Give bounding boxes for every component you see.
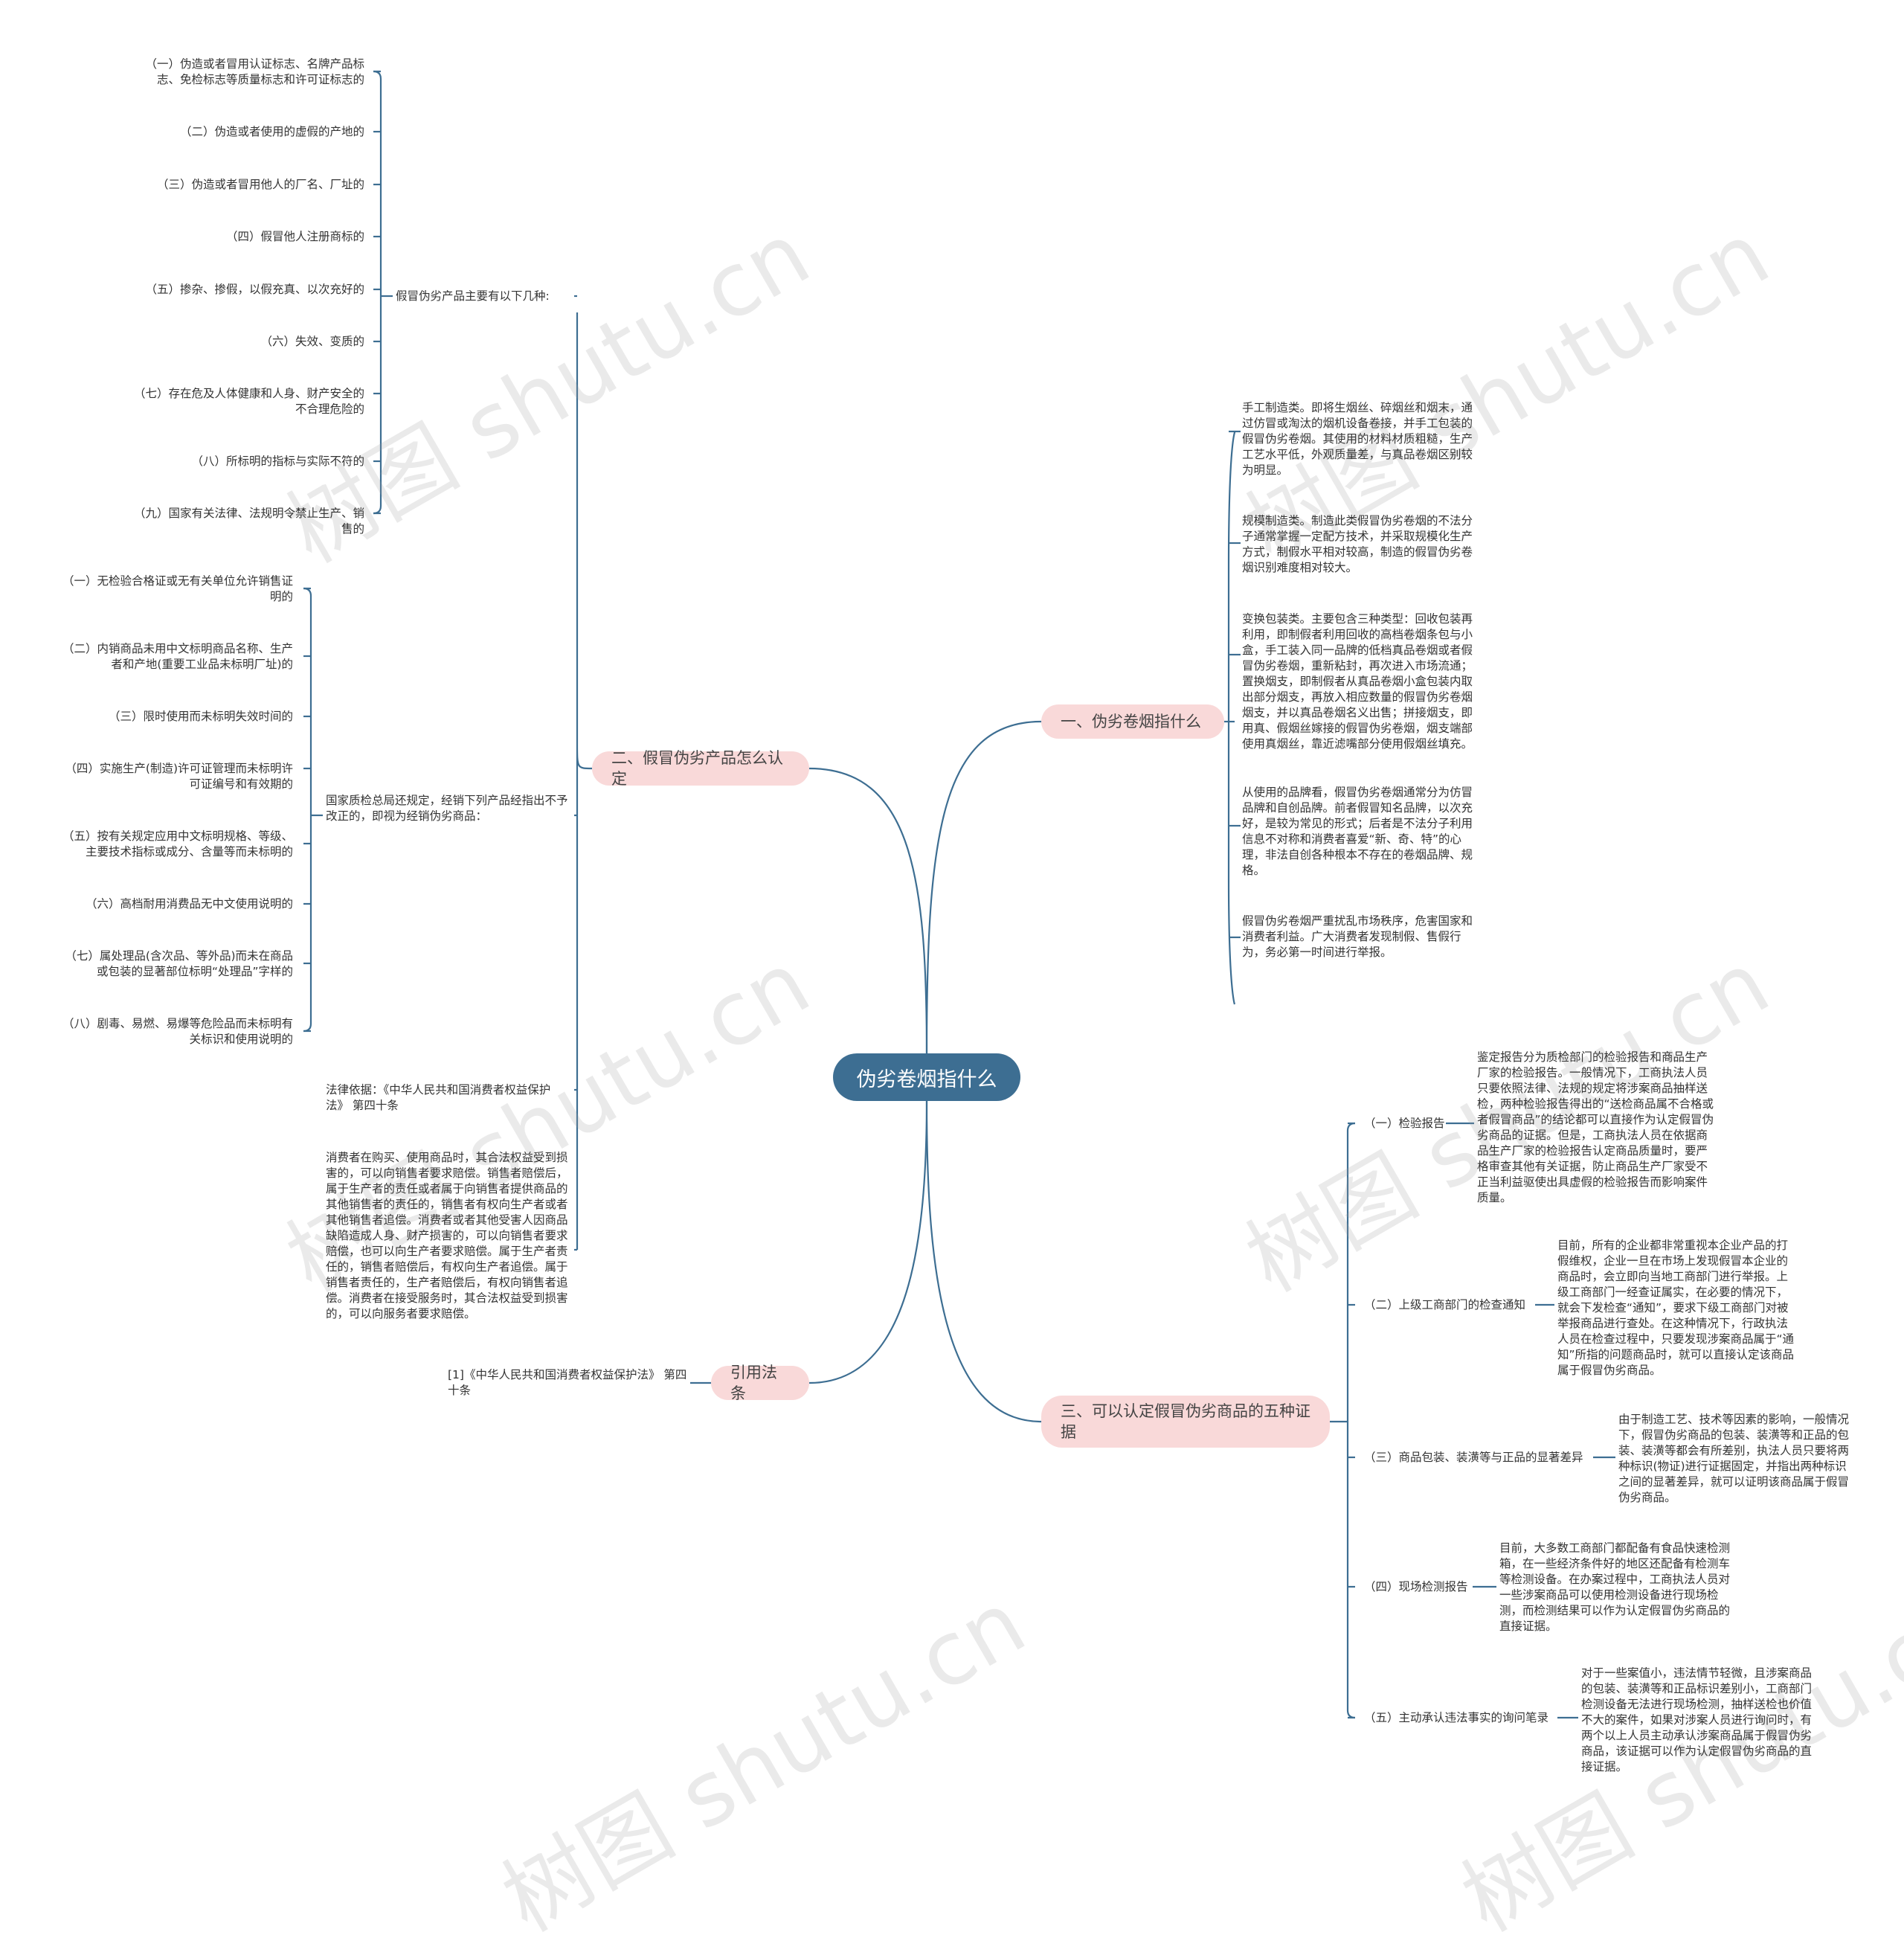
b2-type-item: （八）所标明的指标与实际不符的 [191,455,364,468]
b2-sub-regulation: 国家质检总局还规定，经销下列产品经指出不予改正的，即视为经销伪劣商品： [326,794,568,823]
b3-text-packaging-difference: 由于制造工艺、技术等因素的影响，一般情况下，假冒伪劣商品的包装、装潢等和正品的包… [1618,1413,1850,1504]
edge-b2-bracket [576,312,593,1250]
b2-type-item: （四）假冒他人注册商标的 [225,230,364,243]
b2-regulation-item: （六）高档耐用消费品无中文使用说明的 [85,897,293,911]
b1-leaf-scale: 规模制造类。制造此类假冒伪劣卷烟的不法分子通常掌握一定配方技术，并采取规模化生产… [1242,514,1473,574]
connector-lines [303,70,1615,1719]
edge-b2-sub2-bracket [303,587,312,1033]
b2-type-item: （七）存在危及人体健康和人身、财产安全的不合理危险的 [133,387,364,416]
edge-root-b1 [925,720,1042,1054]
edge-b1-bracket [1227,430,1236,1005]
b2-regulation-item: （五）按有关规定应用中文标明规格、等级、主要技术指标或成分、含量等而未标明的 [62,829,293,858]
b1-leaf-brand: 从使用的品牌看，假冒伪劣卷烟通常分为仿冒品牌和自创品牌。前者假冒知名品牌，以次充… [1242,786,1473,877]
b2-regulation-item: （八）剧毒、易燃、易爆等危险品而未标明有关标识和使用说明的 [62,1017,293,1046]
b1-leaf-report: 假冒伪劣卷烟严重扰乱市场秩序，危害国家和消费者利益。广大消费者发现制假、售假行为… [1242,914,1473,959]
b2-type-item: （一）伪造或者冒用认证标志、名牌产品标志、免检标志等质量标志和许可证标志的 [145,57,364,86]
branch-five-evidences[interactable]: 三、可以认定假冒伪劣商品的五种证据 [1041,1396,1330,1448]
b3-text-confession-record: 对于一些案值小，违法情节轻微，且涉案商品的包装、装潢等和正品标识差别小，工商部门… [1581,1666,1813,1773]
edge-root-b4 [808,1100,928,1384]
b2-regulation-item: （四）实施生产(制造)许可证管理而未标明许可证编号和有效期的 [65,762,293,791]
b3-text-superior-notice: 目前，所有的企业都非常重视本企业产品的打假维权，企业一旦在市场上发现假冒本企业的… [1557,1239,1795,1377]
b1-leaf-handmade: 手工制造类。即将生烟丝、碎烟丝和烟末，通过仿冒或淘汰的烟机设备卷接，并手工包装的… [1242,401,1473,477]
b2-sub-law-text: 消费者在购买、使用商品时，其合法权益受到损害的，可以向销售者要求赔偿。销售者赔偿… [326,1151,568,1320]
edge-b3-bracket [1346,1122,1356,1719]
b3-label-inspection-report: （一）检验报告 [1364,1117,1445,1130]
b2-sub-types: 假冒伪劣产品主要有以下几种: [396,289,550,303]
b4-law-reference: [1]《中华人民共和国消费者权益保护法》 第四十条 [448,1368,687,1397]
b3-label-confession-record: （五）主动承认违法事实的询问笔录 [1364,1711,1549,1724]
b2-regulation-item: （一）无检验合格证或无有关单位允许销售证明的 [62,574,293,603]
b2-type-item: （六）失效、变质的 [260,335,364,348]
b3-text-inspection-report: 鉴定报告分为质检部门的检验报告和商品生产厂家的检验报告。一般情况下，工商执法人员… [1477,1050,1714,1204]
b3-label-onsite-test: （四）现场检测报告 [1364,1580,1468,1593]
branch-what-is-fake-cigarette[interactable]: 一、伪劣卷烟指什么 [1041,704,1224,739]
b1-leaf-repackage: 变换包装类。主要包含三种类型：回收包装再利用，即制假者利用回收的高档卷烟条包与小… [1242,612,1473,751]
branch-identify-fake-products[interactable]: 二、假冒伪劣产品怎么认定 [592,749,809,788]
b2-regulation-item: （七）属处理品(含次品、等外品)而未在商品或包装的显著部位标明“处理品”字样的 [65,949,293,978]
b2-type-item: （二）伪造或者使用的虚假的产地的 [179,125,364,138]
edge-root-b3 [925,1100,1042,1423]
b2-regulation-item: （二）内销商品未用中文标明商品名称、生产者和产地(重要工业品未标明厂址)的 [62,642,293,671]
edge-b2-sub1-bracket [373,70,382,515]
b3-label-superior-notice: （二）上级工商部门的检查通知 [1364,1298,1526,1312]
root-topic[interactable]: 伪劣卷烟指什么 [833,1053,1020,1101]
edge-root-b2 [808,767,928,1054]
b2-regulation-item: （三）限时使用而未标明失效时间的 [108,710,293,723]
b2-sub-legal-basis: 法律依据：《中华人民共和国消费者权益保护法》 第四十条 [326,1083,551,1112]
b3-text-onsite-test: 目前，大多数工商部门都配备有食品快速检测箱，在一些经济条件好的地区还配备有检测车… [1499,1541,1731,1633]
b2-type-item: （五）掺杂、掺假，以假充真、以次充好的 [145,283,364,296]
branch-cited-law[interactable]: 引用法条 [711,1364,809,1402]
b2-type-item: （三）伪造或者冒用他人的厂名、厂址的 [156,178,364,191]
b3-label-packaging-difference: （三）商品包装、装潢等与正品的显著差异 [1364,1451,1583,1464]
b2-type-item: （九）国家有关法律、法规明令禁止生产、销售的 [133,507,364,536]
